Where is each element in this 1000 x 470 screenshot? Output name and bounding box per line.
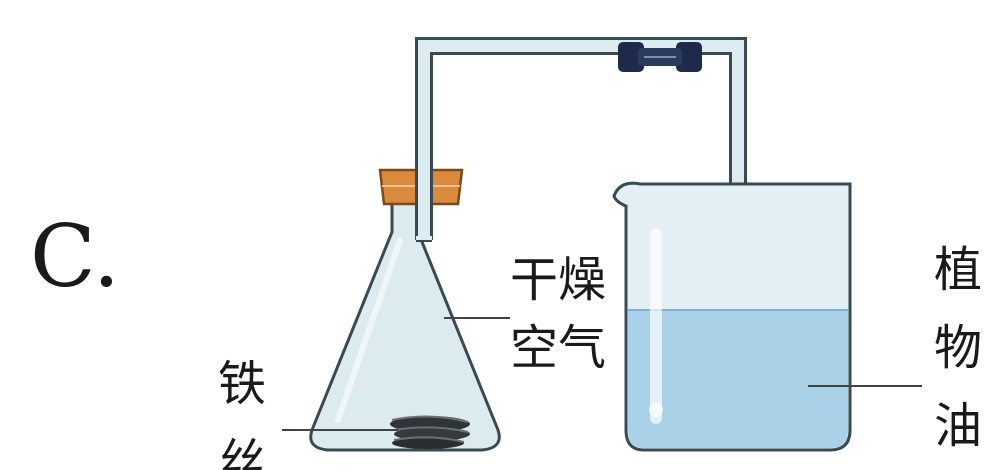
label-iron-wire-2: 丝 <box>218 434 266 470</box>
label-vegetable-oil-3: 油 <box>934 398 982 454</box>
beaker <box>612 181 852 452</box>
label-vegetable-oil-1: 植 <box>934 242 982 298</box>
conical-flask <box>309 194 501 452</box>
label-iron-wire-1: 铁 <box>218 356 266 412</box>
flask-highlight <box>335 237 403 423</box>
tube-connector <box>618 42 702 72</box>
label-dry-air-1: 干燥 <box>510 252 606 308</box>
option-label: C. <box>30 207 120 307</box>
vegetable-oil <box>628 310 848 448</box>
label-vegetable-oil-2: 物 <box>934 320 982 376</box>
label-dry-air-2: 空气 <box>510 320 606 376</box>
iron-wire <box>390 415 470 449</box>
flask-body <box>309 194 501 452</box>
